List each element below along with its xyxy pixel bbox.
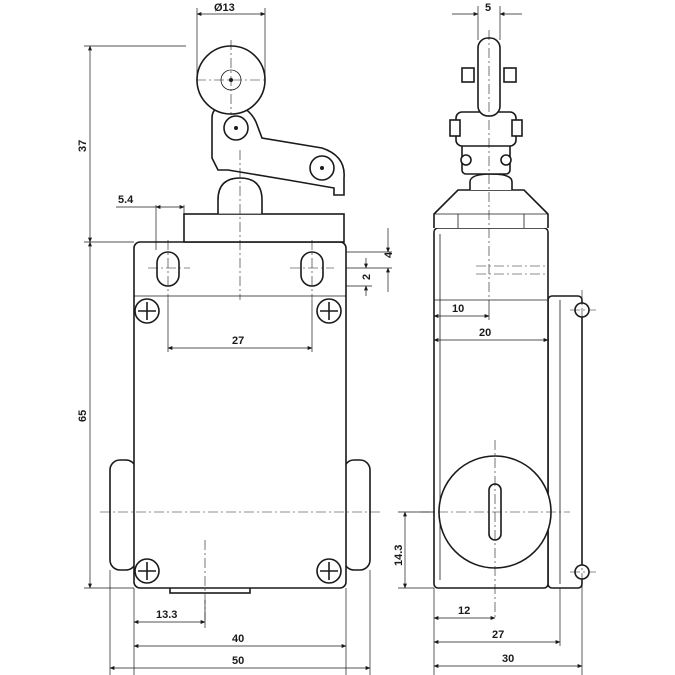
dim-body-height: 65 (77, 410, 89, 422)
dim-roller-width: 5 (485, 2, 491, 14)
side-dimensions: 5 10 20 14.3 12 27 30 (393, 2, 583, 675)
dim-hole-width: 2 (361, 274, 373, 280)
dim-cable-entry-offset: 12 (458, 605, 470, 617)
right-gland (343, 459, 371, 571)
dim-bottom-offset: 13.3 (156, 609, 177, 621)
front-body (133, 241, 347, 589)
dim-head-offset: 5.4 (118, 194, 134, 206)
dim-cable-entry-height: 14.3 (393, 545, 405, 566)
dim-side-offset-top: 10 (452, 303, 464, 315)
screw-bottom-left (134, 558, 160, 584)
dim-side-total: 30 (502, 653, 514, 665)
front-view (100, 40, 380, 620)
dim-side-depth: 27 (492, 629, 504, 641)
dim-mount-width: 40 (232, 633, 244, 645)
side-view (420, 30, 596, 620)
dim-side-depth-top: 20 (479, 327, 491, 339)
screw-top-left (134, 298, 160, 324)
front-dimensions: Ø13 37 65 5.4 4 2 27 13.3 (77, 2, 395, 675)
dim-roller-diameter: Ø13 (214, 2, 235, 14)
dim-hole-height: 4 (383, 251, 395, 258)
rear-cover (547, 295, 583, 589)
screw-top-right (316, 298, 342, 324)
dim-body-width: 50 (232, 655, 244, 667)
head-base (183, 213, 345, 243)
screw-bottom-right (316, 558, 342, 584)
dim-hole-spacing: 27 (232, 335, 244, 347)
dim-head-height: 37 (77, 140, 89, 152)
left-gland (109, 459, 137, 571)
